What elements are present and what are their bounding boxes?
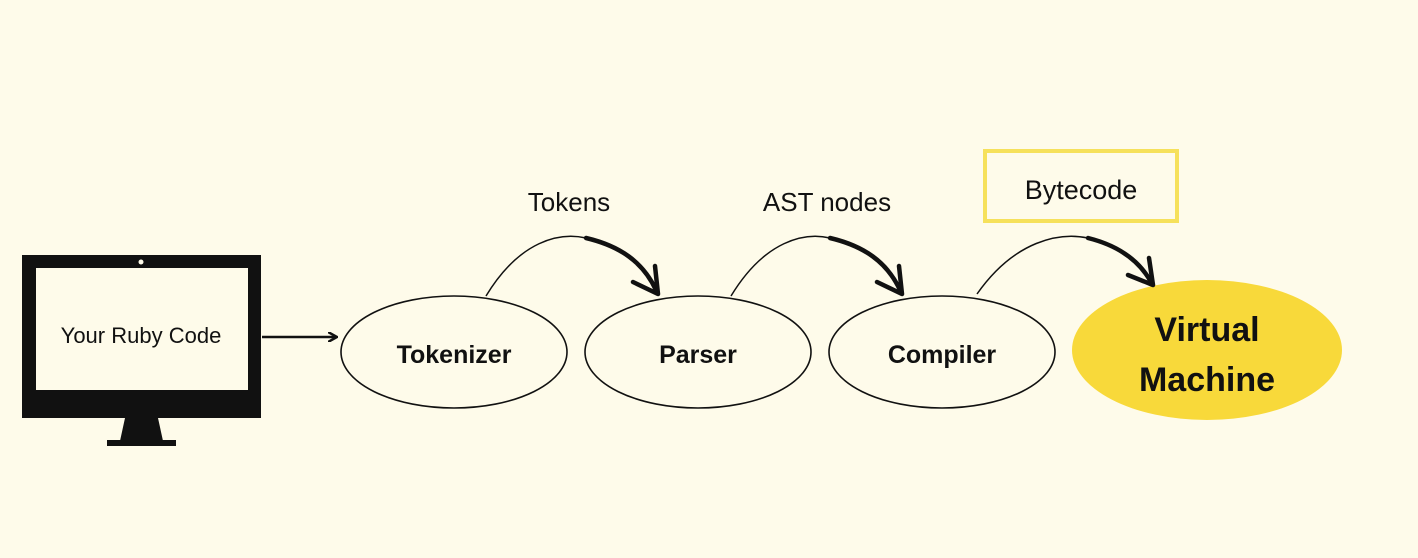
stage-virtual-machine: Virtual Machine — [1072, 280, 1342, 420]
tokenizer-label: Tokenizer — [397, 341, 512, 369]
computer-label: Your Ruby Code — [61, 323, 222, 348]
stage-compiler: Compiler — [828, 295, 1056, 409]
virtual-machine-label-line2: Machine — [1139, 361, 1275, 399]
transition-bytecode: Bytecode — [976, 149, 1179, 295]
parser-label: Parser — [659, 341, 737, 369]
virtual-machine-ellipse — [1072, 280, 1342, 420]
parser-ellipse — [584, 295, 812, 409]
monitor-screen — [36, 268, 248, 390]
tokens-arrowhead — [630, 263, 661, 297]
compiler-ellipse — [828, 295, 1056, 409]
ast-nodes-label: AST nodes — [763, 187, 891, 217]
bytecode-arrowhead — [1125, 255, 1156, 288]
virtual-machine-label-line1: Virtual — [1154, 311, 1259, 349]
ast-arrowhead — [874, 263, 905, 297]
monitor-base — [107, 440, 176, 446]
transition-ast-nodes: AST nodes — [730, 187, 905, 297]
bytecode-label-box — [983, 149, 1179, 223]
ast-arc-thick — [827, 235, 903, 293]
bytecode-label: Bytecode — [1025, 175, 1138, 205]
transition-tokens: Tokens — [485, 187, 661, 297]
stage-parser: Parser — [584, 295, 812, 409]
computer-monitor-icon: Your Ruby Code — [22, 255, 261, 446]
tokens-arc-thick — [583, 235, 659, 293]
stage-tokenizer: Tokenizer — [340, 295, 568, 409]
tokens-arc-thin — [485, 235, 587, 297]
monitor-neck — [120, 418, 163, 441]
monitor-camera — [138, 259, 144, 265]
tokenizer-ellipse — [340, 295, 568, 409]
bytecode-arc-thin — [976, 235, 1089, 295]
bytecode-arc-thick — [1085, 235, 1154, 285]
tokens-label: Tokens — [528, 187, 610, 217]
compiler-label: Compiler — [888, 341, 997, 369]
ast-arc-thin — [730, 235, 831, 297]
